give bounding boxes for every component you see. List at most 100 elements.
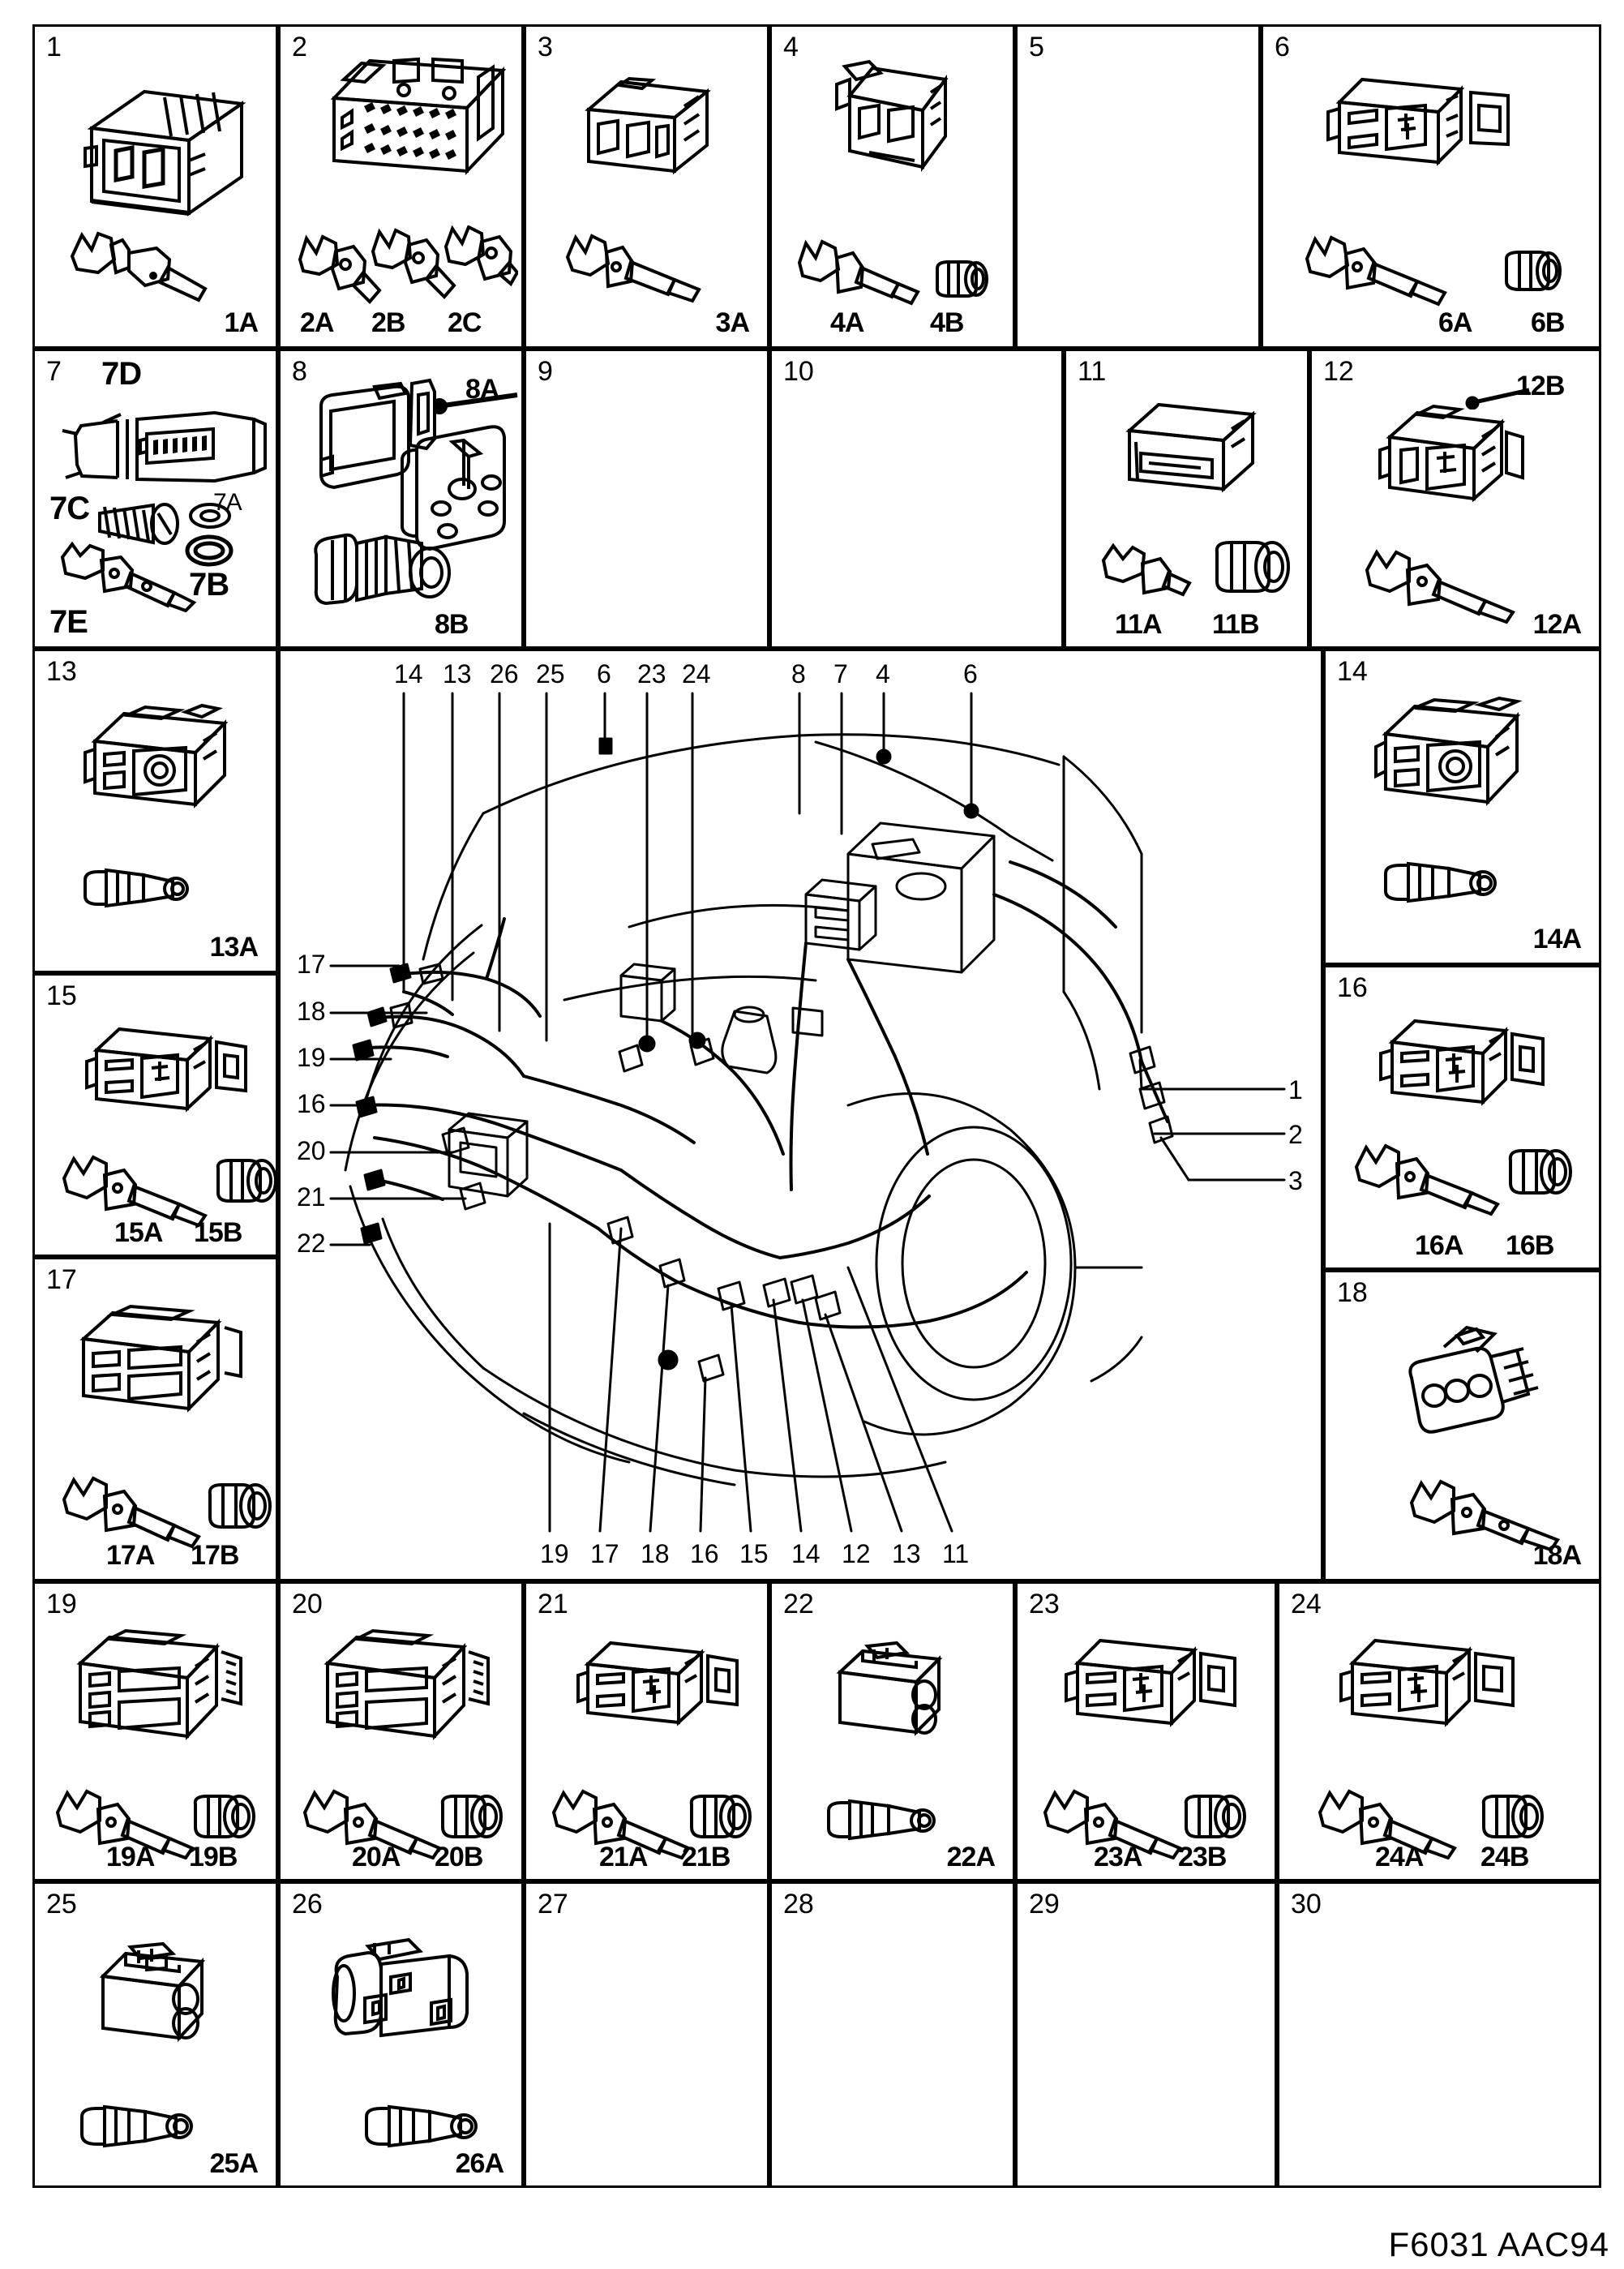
cell-number-1: 1 [46, 32, 62, 62]
connector-housing-illustration [1053, 1626, 1248, 1744]
cell-8-sub-label-b: 8B [435, 609, 469, 640]
seal-illustration [931, 254, 996, 302]
parts-cell-14[interactable]: 14 [1323, 649, 1601, 965]
cell-3-sub-label-a: 3A [715, 307, 750, 338]
two-pin-connector-illustration [819, 1628, 977, 1742]
multipin-connector-illustration [319, 43, 506, 193]
parts-cell-15[interactable]: 15 [32, 973, 278, 1257]
cell-23-sub-label-a: 23A [1094, 1842, 1142, 1872]
callout-top-8: 8 [791, 659, 806, 688]
parts-cell-27[interactable]: 27 [524, 1881, 769, 2188]
bullet-terminal-illustration [821, 1786, 942, 1851]
terminal-illustration [53, 1786, 199, 1859]
terminal-illustration [59, 1472, 205, 1549]
parts-cell-9[interactable]: 9 [524, 349, 769, 649]
rubber-boot-illustration [308, 525, 470, 615]
cell-number-16: 16 [1337, 972, 1368, 1003]
parts-cell-24[interactable]: 24 [1277, 1581, 1601, 1881]
cell-number-13: 13 [46, 656, 77, 687]
parts-cell-3[interactable]: 3 [524, 24, 769, 349]
callout-top-23: 23 [637, 659, 666, 688]
parts-cell-22[interactable]: 22 [769, 1581, 1015, 1881]
cell-26-sub-label-a: 26A [455, 2148, 504, 2179]
washer-illustration [186, 499, 234, 533]
parts-cell-26[interactable]: 26 [278, 1881, 524, 2188]
bullet-terminal-illustration [1378, 846, 1503, 915]
connector-housing-illustration [67, 1298, 258, 1428]
pointer-line [433, 390, 526, 414]
connector-housing-illustration [1369, 400, 1531, 513]
parts-cell-25[interactable]: 25 [32, 1881, 278, 2188]
screw-illustration [93, 495, 186, 552]
terminal-illustration [1099, 539, 1196, 604]
parts-cell-12[interactable]: 12 12B [1309, 349, 1601, 649]
cell-13-sub-label-a: 13A [209, 932, 259, 963]
parts-cell-1[interactable]: 1 [32, 24, 278, 349]
cell-23-sub-label-b: 23B [1178, 1842, 1227, 1872]
cell-number-10: 10 [783, 356, 814, 387]
parts-cell-4[interactable]: 4 [769, 24, 1015, 349]
cell-21-sub-label-b: 21B [682, 1842, 731, 1872]
seal-illustration [685, 1788, 756, 1845]
cell-24-sub-label-b: 24B [1480, 1842, 1529, 1872]
connector-housing-illustration [67, 1624, 258, 1754]
cell-17-sub-label-a: 17A [106, 1540, 155, 1571]
parts-cell-21[interactable]: 21 [524, 1581, 769, 1881]
relay-illustration [1116, 393, 1266, 499]
cell-11-sub-label-b: 11B [1212, 609, 1259, 640]
parts-cell-19[interactable]: 19 [32, 1581, 278, 1881]
callout-right-3: 3 [1288, 1166, 1303, 1195]
parts-cell-23[interactable]: 23 [1015, 1581, 1277, 1881]
cell-19-sub-label-a: 19A [106, 1842, 155, 1872]
cell-number-7: 7 [46, 356, 62, 387]
parts-cell-18[interactable]: 18 [1323, 1270, 1601, 1581]
parts-cell-8[interactable]: 8 [278, 349, 524, 649]
callout-top-6b: 6 [963, 659, 978, 688]
terminal-illustration [1315, 1786, 1461, 1859]
callout-left-20: 20 [297, 1136, 326, 1165]
engine-bay-harness-diagram[interactable]: 14 13 26 25 6 23 24 8 7 4 6 17 18 19 16 … [278, 649, 1323, 1581]
callout-bottom-15: 15 [739, 1539, 769, 1568]
connector-housing-illustration [571, 67, 733, 185]
cell-24-sub-label-a: 24A [1375, 1842, 1424, 1872]
parts-cell-11[interactable]: 11 [1064, 349, 1309, 649]
callout-top-13: 13 [443, 659, 472, 688]
cell-7-sub-label-e: 7E [49, 604, 88, 640]
cell-number-14: 14 [1337, 656, 1368, 687]
seal-illustration [1180, 1788, 1251, 1845]
callout-left-22: 22 [297, 1229, 326, 1258]
cell-15-sub-label-a: 15A [114, 1217, 163, 1248]
cell-7-sub-label-b: 7B [189, 567, 229, 603]
parts-cell-5[interactable]: 5 [1015, 24, 1261, 349]
parts-cell-28[interactable]: 28 [769, 1881, 1015, 2188]
parts-cell-6[interactable]: 6 [1261, 24, 1601, 349]
cell-12-sub-label-b: 12B [1516, 371, 1565, 401]
terminal-illustration [66, 225, 216, 315]
callout-top-4: 4 [876, 659, 890, 688]
cell-number-25: 25 [46, 1889, 77, 1919]
callout-left-16: 16 [297, 1089, 326, 1118]
parts-cell-17[interactable]: 17 [32, 1257, 278, 1581]
cell-number-27: 27 [538, 1889, 568, 1919]
parts-cell-29[interactable]: 29 [1015, 1881, 1277, 2188]
callout-top-25: 25 [536, 659, 565, 688]
parts-cell-16[interactable]: 16 [1323, 965, 1601, 1270]
cylindrical-connector-illustration [321, 1928, 495, 2046]
parts-cell-13[interactable]: 13 [32, 649, 278, 973]
parts-cell-2[interactable]: 2 [278, 24, 524, 349]
cell-8-sub-label-a: 8A [465, 374, 499, 405]
cell-4-sub-label-b: 4B [930, 307, 964, 338]
parts-cell-7[interactable]: 7 7D 7C [32, 349, 278, 649]
parts-cell-20[interactable]: 20 [278, 1581, 524, 1881]
connector-housing-illustration [67, 63, 254, 225]
connector-housing-illustration [1366, 690, 1561, 820]
parts-cell-10[interactable]: 10 [769, 349, 1064, 649]
seal-illustration [204, 1477, 276, 1535]
cell-number-19: 19 [46, 1589, 77, 1619]
cell-20-sub-label-a: 20A [352, 1842, 401, 1872]
cell-number-26: 26 [292, 1889, 323, 1919]
cell-17-sub-label-b: 17B [191, 1540, 239, 1571]
cell-22-sub-label-a: 22A [946, 1842, 996, 1872]
parts-cell-30[interactable]: 30 [1277, 1881, 1601, 2188]
o-ring-illustration [182, 531, 236, 570]
